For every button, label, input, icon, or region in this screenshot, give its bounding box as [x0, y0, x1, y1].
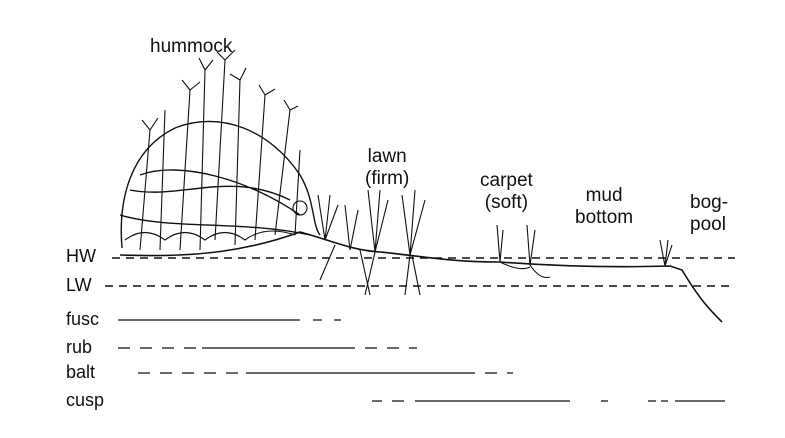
- hummock-vegetation: [124, 49, 308, 251]
- label-carpet-line1: carpet: [480, 170, 533, 191]
- peat-surface: [119, 231, 723, 323]
- label-pool-line2: pool: [690, 214, 726, 235]
- label-species-balt: balt: [66, 362, 96, 382]
- label-species-cusp: cusp: [66, 390, 105, 410]
- label-low-water: LW: [66, 275, 92, 295]
- label-carpet: carpet (soft): [480, 170, 533, 214]
- label-carpet-line2: (soft): [484, 192, 529, 213]
- label-mud-line2: bottom: [575, 207, 634, 228]
- label-lawn-line1: lawn: [367, 146, 407, 167]
- label-pool: bog- pool: [690, 192, 728, 236]
- label-species-rub: rub: [66, 337, 93, 357]
- label-lawn-line2: (firm): [365, 168, 410, 189]
- label-lawn: lawn (firm): [365, 146, 409, 190]
- label-pool-line1: bog-: [690, 192, 729, 213]
- label-hummock: hummock: [150, 36, 233, 57]
- carpet-mosses: [496, 224, 551, 279]
- label-high-water: HW: [66, 246, 96, 266]
- label-mud: mud bottom: [575, 185, 633, 229]
- species-ranges: [118, 319, 725, 402]
- lawn-sedges: [317, 189, 426, 296]
- pool-edge-plant: [659, 239, 673, 267]
- hummock-shape: [120, 120, 321, 249]
- label-species-fusc: fusc: [66, 309, 100, 329]
- label-mud-line1: mud: [585, 185, 623, 206]
